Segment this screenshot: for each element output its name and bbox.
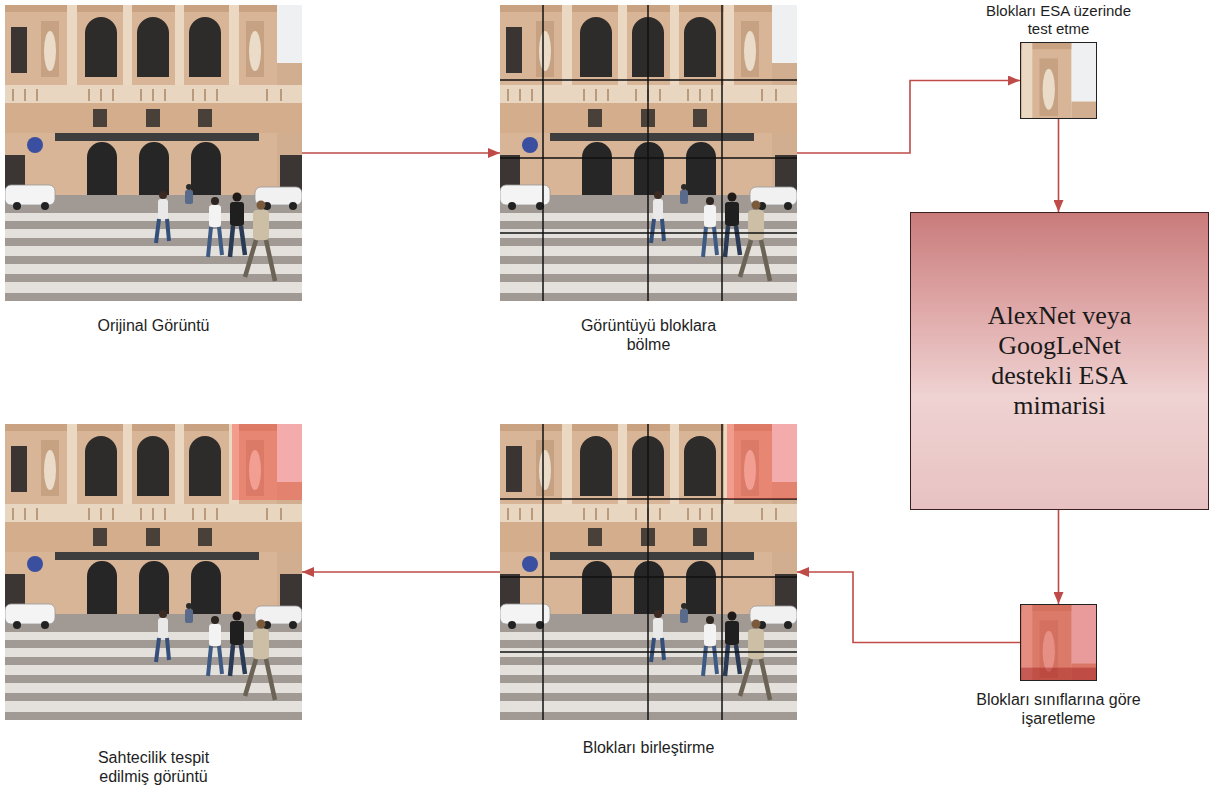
caption: Sahtecilik tespit edilmiş görüntü (74, 748, 234, 786)
process-box: AlexNet veya GoogLeNet destekli ESA mima… (910, 212, 1209, 510)
flow-arrow (302, 152, 500, 154)
caption: Orijinal Görüntü (97, 316, 209, 335)
photo-frame: Görüntüyü bloklara bölme (500, 5, 797, 301)
caption-holder: Blokları sınıflarına göre işaretleme (968, 690, 1150, 728)
block-grid (500, 424, 797, 720)
caption-holder: Sahtecilik tespit edilmiş görüntü (74, 748, 234, 786)
flow-arrow (1058, 119, 1060, 212)
photo (5, 424, 302, 720)
text-holder: AlexNet veya GoogLeNet destekli ESA mima… (911, 213, 1208, 509)
caption: Blokları sınıflarına göre işaretleme (968, 690, 1150, 728)
caption: Blokları birleştirme (583, 738, 715, 757)
flow-arrow (797, 572, 1020, 643)
forgery-mark-shade (1020, 668, 1097, 681)
photo (5, 5, 302, 301)
photo-frame: Orijinal Görüntü (5, 5, 302, 301)
photo-frame: Blokları birleştirme (500, 424, 797, 720)
forgery-mark (1020, 604, 1097, 681)
caption: Görüntüyü bloklara bölme (565, 316, 733, 354)
forgery-mark (727, 424, 797, 499)
image-block: Blokları sınıflarına göre işaretleme (1020, 604, 1097, 681)
photo (500, 424, 797, 720)
caption-holder: Blokları birleştirme (534, 738, 764, 757)
caption-holder: Blokları ESA üzerinde test etme (984, 2, 1134, 38)
photo (500, 5, 797, 301)
block-grid (500, 5, 797, 301)
flow-arrow (1058, 510, 1060, 604)
box-label: AlexNet veya GoogLeNet destekli ESA mima… (957, 301, 1162, 421)
caption: Blokları ESA üzerinde test etme (984, 2, 1134, 38)
flow-arrow (302, 571, 500, 573)
caption-holder: Görüntüyü bloklara bölme (565, 316, 733, 354)
forgery-mark (232, 424, 302, 500)
image-block: Blokları ESA üzerinde test etme (1020, 42, 1097, 119)
caption-holder: Orijinal Görüntü (44, 316, 264, 335)
flow-arrow (797, 81, 1020, 154)
photo-frame: Sahtecilik tespit edilmiş görüntü (5, 424, 302, 720)
